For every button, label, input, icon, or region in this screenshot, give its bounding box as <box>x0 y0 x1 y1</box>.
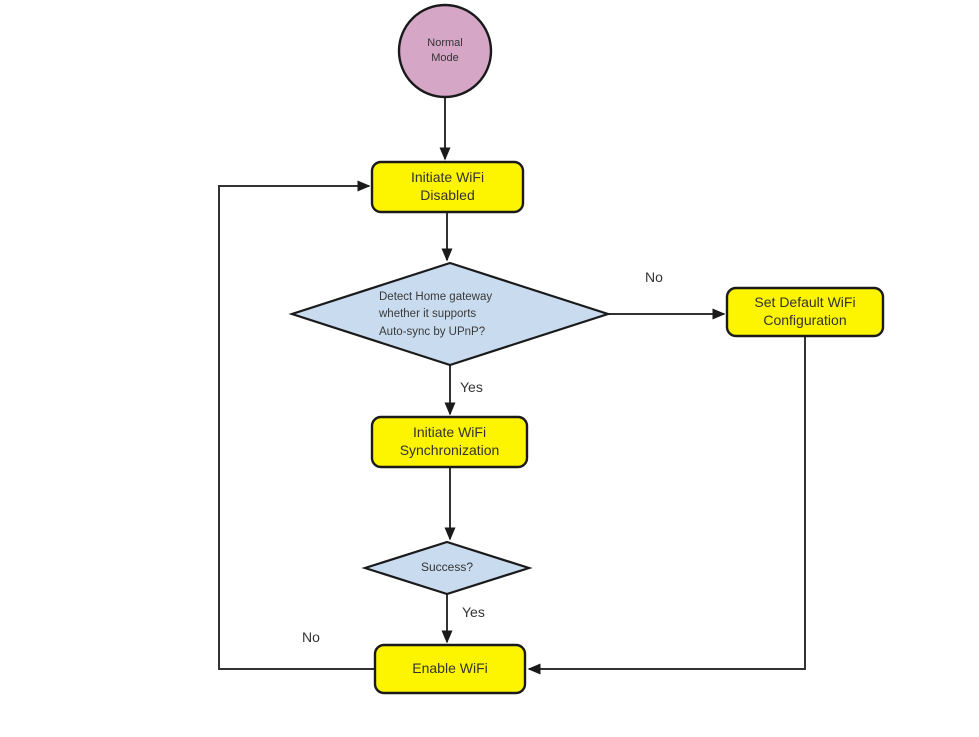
node-initiate-wifi-sync-shape <box>370 415 529 469</box>
edge-no-loop-to-initiate-disabled <box>218 180 375 670</box>
edge-set-default-to-enable-wifi <box>527 336 806 675</box>
node-detect-home-gateway-shape <box>288 261 612 367</box>
node-enable-wifi-shape <box>373 643 527 695</box>
node-normal-mode-shape <box>397 3 493 99</box>
node-initiate-wifi-disabled-shape <box>370 160 525 214</box>
node-success-shape <box>361 540 533 596</box>
node-set-default-wifi-shape <box>725 286 885 338</box>
